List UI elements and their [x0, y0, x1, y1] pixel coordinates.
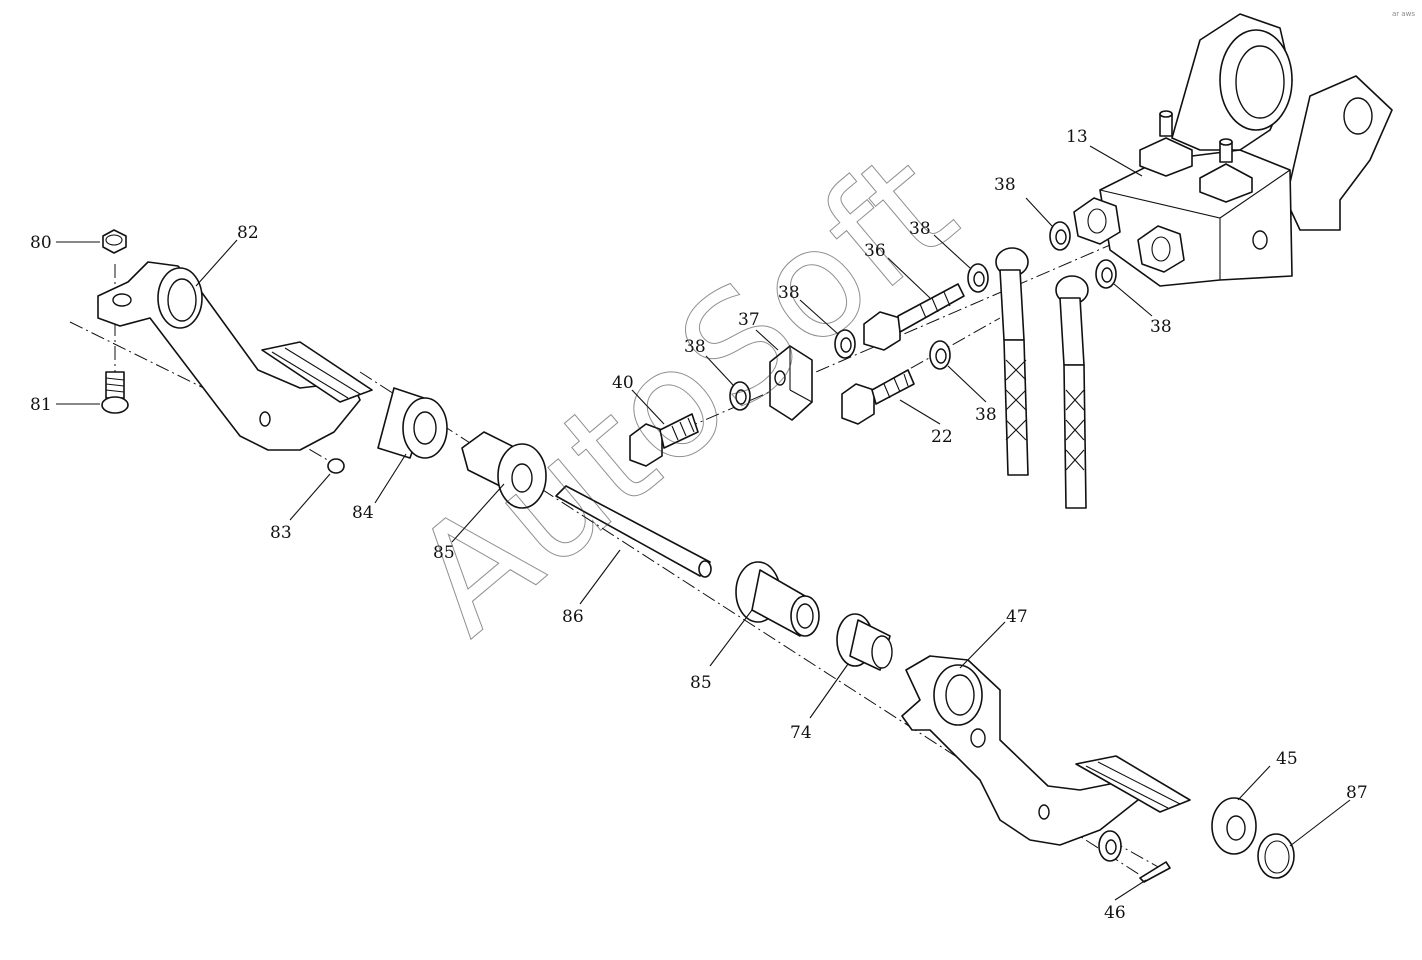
- part-22-bolt: [841, 369, 915, 425]
- corner-mark: ar aws: [1392, 10, 1415, 18]
- part-38-washer-2: [834, 329, 856, 359]
- callout-labels: 80 82 81 83 84 85 86 85 74 47 45 87 46 4…: [30, 127, 1368, 923]
- part-38-washer-6: [1095, 259, 1117, 289]
- callout-22: 22: [931, 427, 953, 447]
- callout-38-d: 38: [975, 405, 997, 425]
- callout-38-a: 38: [684, 337, 706, 357]
- brake-hose-right: [1055, 275, 1089, 509]
- callout-46: 46: [1104, 903, 1126, 923]
- part-83-ring: [327, 458, 345, 474]
- part-45-washer: [1211, 797, 1257, 855]
- callout-36: 36: [864, 241, 886, 261]
- part-40-bolt: [629, 413, 699, 467]
- part-38-washer-1: [729, 381, 751, 411]
- callout-38-f: 38: [1150, 317, 1172, 337]
- part-86-shaft: [555, 485, 712, 578]
- callout-74: 74: [790, 723, 812, 743]
- part-85-flanged-bushing-upper: [461, 431, 547, 509]
- brake-hose-left: [995, 247, 1029, 476]
- callout-80: 80: [30, 233, 52, 253]
- part-81-bolt: [101, 371, 129, 414]
- callout-85-lower: 85: [690, 673, 712, 693]
- part-80-hex-nut: [102, 229, 127, 254]
- leader-lines: [56, 145, 1351, 901]
- part-84-bushing: [377, 387, 448, 459]
- part-46-washer: [1098, 830, 1122, 862]
- callout-85-upper: 85: [433, 543, 455, 563]
- callout-40: 40: [612, 373, 634, 393]
- callout-84: 84: [352, 503, 374, 523]
- part-36-adjuster-rod: [863, 283, 965, 351]
- part-38-washer-5: [1049, 221, 1071, 251]
- callout-13: 13: [1066, 127, 1088, 147]
- callout-38-e: 38: [994, 175, 1016, 195]
- part-47-right-pedal-lever: [901, 655, 1191, 846]
- callout-45: 45: [1276, 749, 1298, 769]
- part-82-left-pedal-lever: [97, 261, 373, 451]
- part-13-valve-body: [1073, 13, 1393, 287]
- part-38-washer-3: [967, 263, 989, 293]
- callout-83: 83: [270, 523, 292, 543]
- callout-38-c: 38: [909, 219, 931, 239]
- callout-86: 86: [562, 607, 584, 627]
- callout-37: 37: [738, 310, 760, 330]
- callout-82: 82: [237, 223, 259, 243]
- part-38-washer-4: [929, 340, 951, 370]
- callout-81: 81: [30, 395, 52, 415]
- callout-87: 87: [1346, 783, 1368, 803]
- part-46-cotter-pin: [1139, 861, 1171, 883]
- part-74-bushing: [836, 613, 893, 671]
- part-37-clevis: [769, 345, 813, 421]
- callout-38-b: 38: [778, 283, 800, 303]
- callout-47: 47: [1006, 607, 1028, 627]
- part-85-flanged-bushing-lower: [735, 561, 820, 637]
- part-87-snap-ring: [1257, 833, 1295, 879]
